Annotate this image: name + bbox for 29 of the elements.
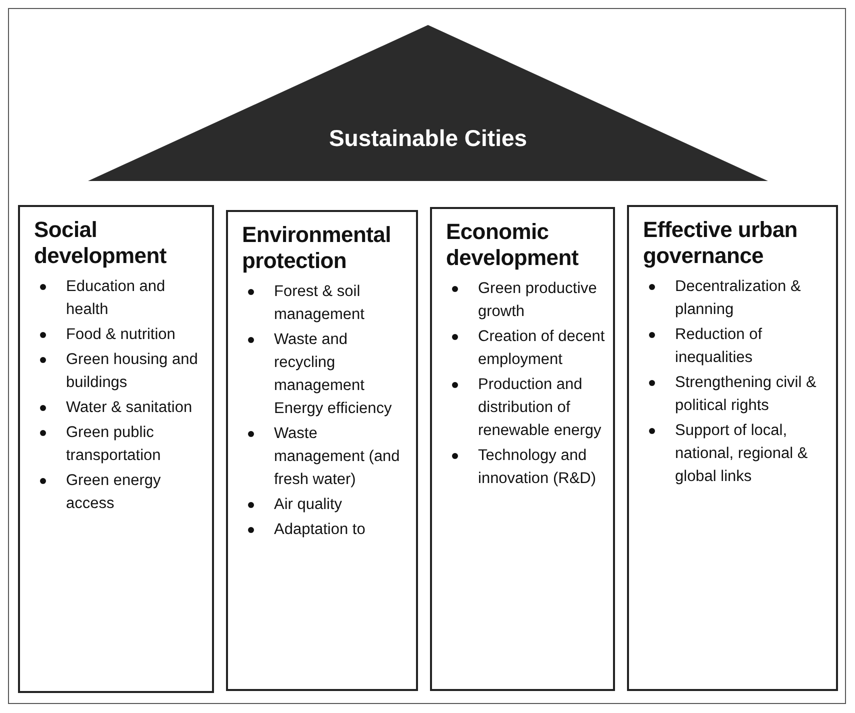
list-item: Green public transportation xyxy=(66,424,161,464)
list-item: Forest & soil management xyxy=(274,283,364,323)
roof-triangle xyxy=(88,25,768,181)
pillar-box xyxy=(430,207,615,691)
list-item: Adaptation to xyxy=(274,521,366,538)
list-item: Support of local, national, regional & global links xyxy=(675,422,808,485)
pillar-heading: Effective urban governance xyxy=(643,217,798,269)
list-item: Strengthening civil & political rights xyxy=(675,374,816,414)
list-item: Technology and innovation (R&D) xyxy=(478,447,596,487)
list-item: Decentralization & planning xyxy=(675,278,801,318)
list-item: Waste and recycling management Energy efficiency xyxy=(274,331,392,417)
list-item: Green productive growth xyxy=(478,280,597,320)
list-item: Green housing and buildings xyxy=(66,351,198,391)
list-item: Food & nutrition xyxy=(66,326,176,343)
pillar-box xyxy=(226,210,418,691)
list-item: Production and distribution of renewable energy xyxy=(478,376,602,439)
list-item: Water & sanitation xyxy=(66,399,192,416)
list-item: Waste management (and fresh water) xyxy=(274,425,400,488)
pillar-heading: Social development xyxy=(34,217,168,269)
pillar-heading: Environmental protection xyxy=(242,222,392,274)
list-item: Green energy access xyxy=(66,472,161,512)
pillar-box xyxy=(627,205,838,691)
list-item: Air quality xyxy=(274,496,342,513)
pillar-heading: Economic development xyxy=(446,219,580,271)
list-item: Reduction of inequalities xyxy=(675,326,762,366)
pillar-box xyxy=(18,205,214,693)
list-item: Creation of decent employment xyxy=(478,328,605,368)
list-item: Education and health xyxy=(66,278,166,318)
title-text: Sustainable Cities xyxy=(328,125,528,152)
